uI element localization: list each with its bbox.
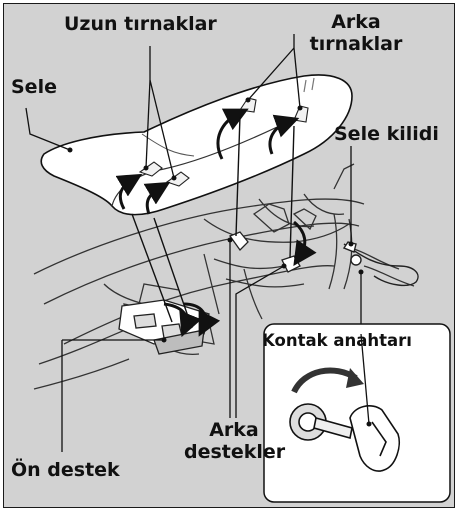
seat	[41, 75, 352, 215]
diagram-frame: Uzun tırnaklar Arka tırnaklar Sele Sele …	[3, 3, 455, 508]
front-stay	[119, 300, 209, 354]
label-seat-lock: Sele kilidi	[334, 124, 439, 145]
label-long-hooks: Uzun tırnaklar	[64, 14, 217, 35]
label-rear-stays-line2: destekler	[184, 442, 284, 463]
label-rear-hooks-line2: tırnaklar	[296, 34, 416, 55]
seat-lock-area	[344, 242, 418, 285]
label-seat: Sele	[11, 77, 57, 98]
label-rear-hooks-line1: Arka	[296, 12, 416, 33]
label-ignition-switch: Kontak anahtarı	[262, 330, 412, 351]
label-front-stay: Ön destek	[11, 460, 120, 481]
label-rear-stays-line1: Arka	[184, 420, 284, 441]
